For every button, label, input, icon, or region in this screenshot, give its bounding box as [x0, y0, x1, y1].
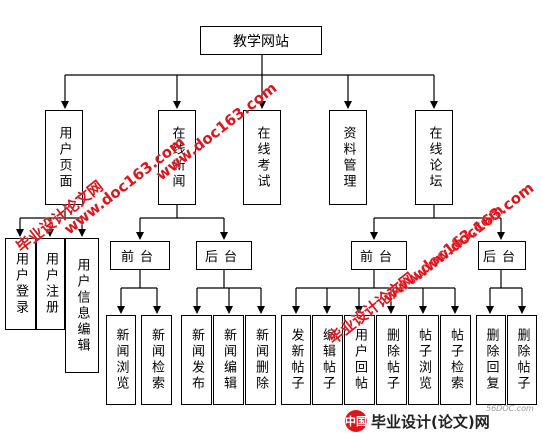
node-post-reply: 用户回帖 — [344, 315, 375, 405]
node-post-edit: 编辑帖子 — [312, 315, 343, 405]
node-news-front: 前台 — [110, 241, 170, 270]
node-online-news: 在线新闻 — [158, 110, 196, 205]
node-user-page: 用户页面 — [45, 110, 83, 205]
node-forum-back: 后台 — [478, 241, 526, 270]
footer-site: 56DOC.com — [486, 404, 534, 413]
node-news-back: 后台 — [196, 241, 252, 270]
node-user-register: 用户注册 — [36, 238, 65, 330]
node-post-browse: 帖子浏览 — [408, 315, 439, 405]
node-news-edit: 新闻编辑 — [213, 315, 244, 405]
footer-logo: 中国 毕业设计(论文)网 — [345, 410, 490, 432]
node-reply-delete: 删除回复 — [476, 315, 506, 405]
node-news-search: 新闻检索 — [141, 315, 172, 405]
logo-icon: 中国 — [345, 410, 367, 432]
node-news-publish: 新闻发布 — [181, 315, 212, 405]
footer-text: 毕业设计(论文)网 — [371, 412, 490, 431]
node-online-forum: 在线论坛 — [415, 110, 453, 205]
node-root: 教学网站 — [200, 26, 322, 55]
node-thread-delete: 删除帖子 — [507, 315, 537, 405]
node-post-new: 发新帖子 — [281, 315, 311, 405]
node-resource-mgmt: 资料管理 — [329, 110, 367, 205]
node-post-delete: 删除帖子 — [376, 315, 407, 405]
node-news-browse: 新闻浏览 — [106, 315, 136, 405]
node-user-info-edit: 用户信息编辑 — [65, 238, 99, 373]
node-online-exam: 在线考试 — [243, 110, 281, 205]
node-news-delete: 新闻删除 — [245, 315, 276, 405]
node-user-login: 用户登录 — [5, 238, 36, 330]
node-forum-front: 前台 — [351, 241, 407, 270]
node-post-search: 帖子检索 — [440, 315, 471, 405]
